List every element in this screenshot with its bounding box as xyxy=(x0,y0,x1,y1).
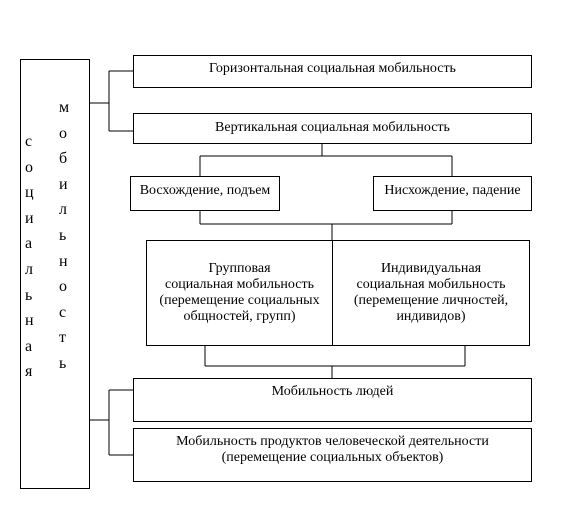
label-individual: Индивидуальная социальная мобильность (п… xyxy=(333,261,529,325)
label-people: Мобильность людей xyxy=(271,384,394,399)
label-individual-line-3: (перемещение личностей, xyxy=(353,293,509,308)
box-individual-mobility: Индивидуальная социальная мобильность (п… xyxy=(332,240,530,346)
root-letter: а xyxy=(25,337,33,355)
root-letter: и xyxy=(59,175,68,193)
root-letter: и xyxy=(25,209,34,227)
label-descent: Нисхождение, падение xyxy=(384,183,521,198)
root-letter: м xyxy=(59,99,70,116)
box-group-mobility: Групповая социальная мобильность (переме… xyxy=(146,240,333,346)
root-letter: ц xyxy=(25,184,34,202)
root-letter: ь xyxy=(25,286,33,304)
box-horizontal-mobility: Горизонтальная социальная мобильность xyxy=(133,55,532,88)
label-products-line-1: Мобильность продуктов человеческой деяте… xyxy=(176,434,489,449)
box-ascent: Восхождение, подъем xyxy=(130,176,280,211)
label-individual-line-2: социальная мобильность xyxy=(356,277,506,292)
root-letter: а xyxy=(25,235,33,253)
root-letter: н xyxy=(59,252,68,270)
root-letter: н xyxy=(25,312,34,330)
root-letter: ь xyxy=(59,226,67,244)
label-group-line-3: (перемещение социальных xyxy=(159,293,320,308)
box-vertical-mobility: Вертикальная социальная мобильность xyxy=(133,113,532,144)
label-group-line-2: социальная мобильность xyxy=(165,277,314,292)
root-letter: я xyxy=(25,363,33,381)
label-group: Групповая социальная мобильность (переме… xyxy=(147,261,332,325)
label-individual-line-4: индивидов) xyxy=(396,309,466,324)
root-letter: л xyxy=(25,260,33,278)
root-letter: л xyxy=(59,201,67,219)
label-ascent: Восхождение, подъем xyxy=(139,183,271,198)
label-horizontal: Горизонтальная социальная мобильность xyxy=(209,61,456,76)
label-individual-line-1: Индивидуальная xyxy=(380,261,482,276)
root-letter: ь xyxy=(59,354,67,372)
root-letter: б xyxy=(59,150,68,168)
label-products: Мобильность продуктов человеческой деяте… xyxy=(134,434,531,466)
root-letter: с xyxy=(59,303,67,321)
label-vertical: Вертикальная социальная мобильность xyxy=(215,120,450,135)
box-products-mobility: Мобильность продуктов человеческой деяте… xyxy=(133,428,532,482)
label-group-line-1: Групповая xyxy=(208,261,271,276)
root-letter: о xyxy=(59,278,67,296)
root-letter: о xyxy=(59,124,67,142)
root-letter: о xyxy=(25,158,33,176)
box-people-mobility: Мобильность людей xyxy=(133,378,532,422)
label-products-line-2: (перемещение социальных объектов) xyxy=(221,450,444,465)
root-letter: т xyxy=(59,329,66,347)
label-group-line-4: общностей, групп) xyxy=(183,309,296,324)
box-descent: Нисхождение, падение xyxy=(373,176,532,211)
root-letter: с xyxy=(25,133,33,150)
